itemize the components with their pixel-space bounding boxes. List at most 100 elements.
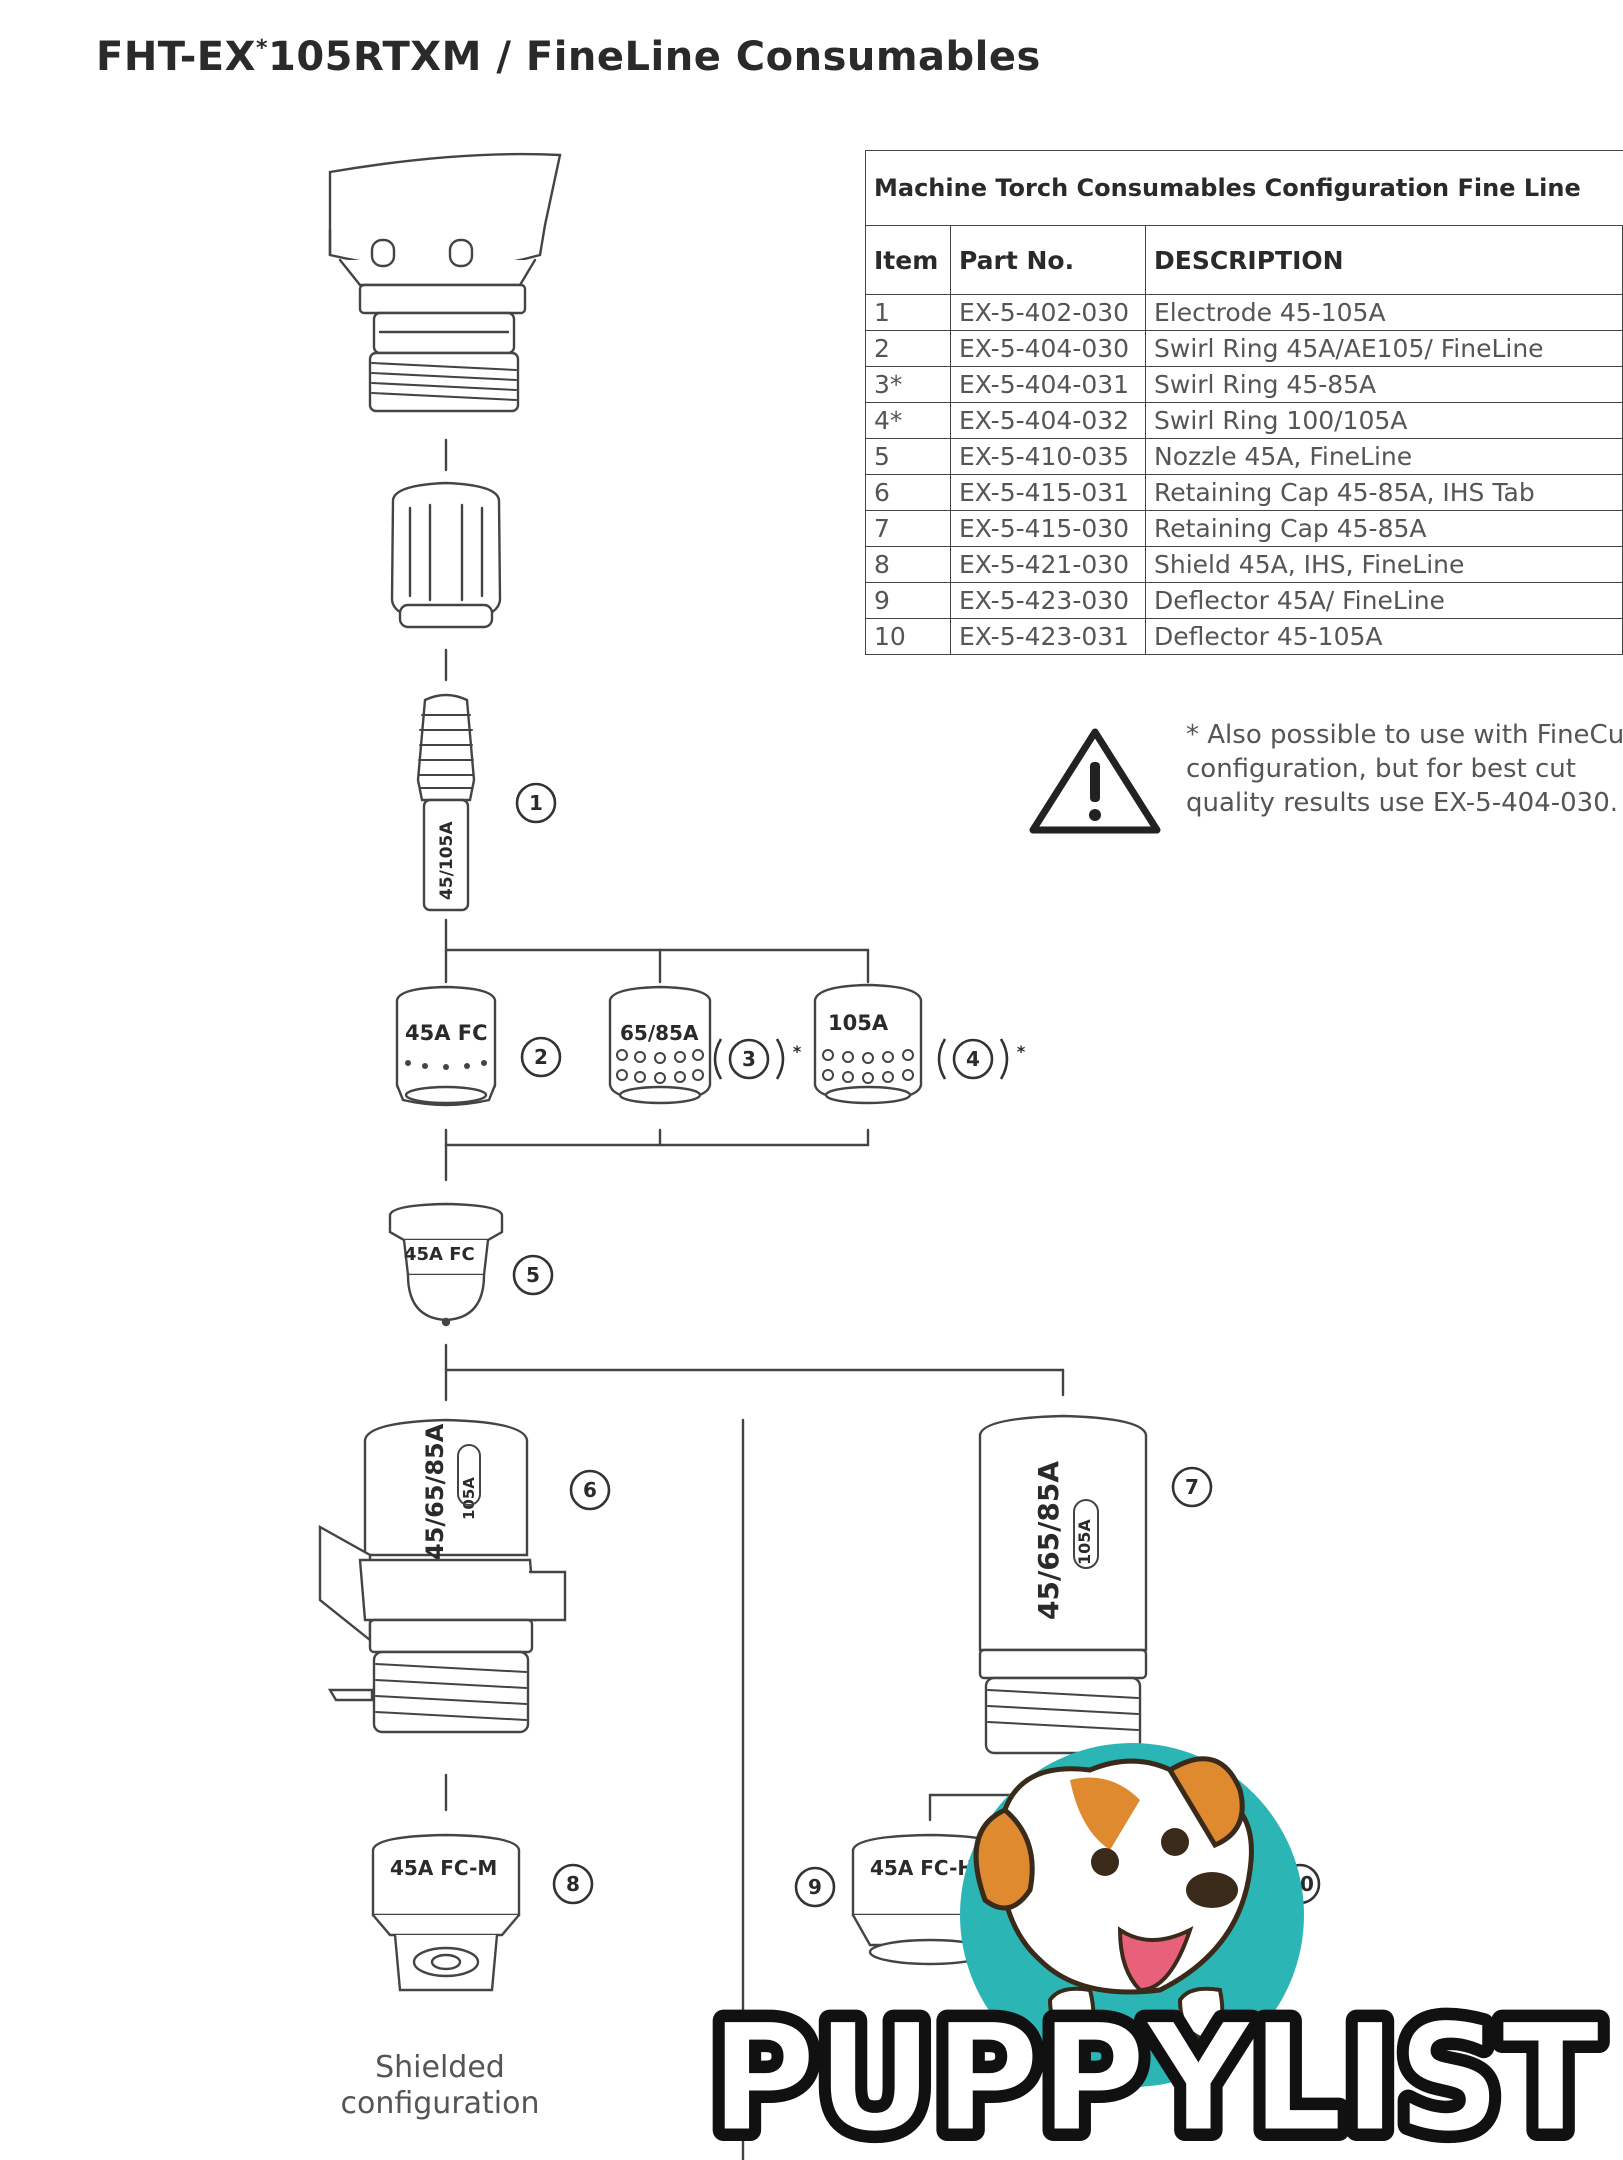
table-cell-desc: Deflector 45-105A — [1145, 618, 1623, 655]
callout-paren — [713, 1038, 723, 1080]
watermark-brand: PUPPYLIST PUPPYLIST — [699, 1981, 1611, 2160]
table-cell-desc: Deflector 45A/ FineLine — [1145, 582, 1623, 619]
compatibility-note: * Also possible to use with FineCut conf… — [1186, 718, 1623, 820]
table-cell-item: 8 — [865, 546, 951, 583]
callout-label: 7 — [1185, 1475, 1199, 1499]
callout-4: 4* — [937, 1038, 1026, 1080]
table-cell-part: EX-5-402-030 — [950, 294, 1146, 331]
table-cell-part: EX-5-404-030 — [950, 330, 1146, 367]
deflector-9-marking: 45A FC-H — [870, 1856, 974, 1880]
page-title: FHT-EX*105RTXM / FineLine Consumables — [96, 34, 1041, 80]
table-cell-part: EX-5-410-035 — [950, 438, 1146, 475]
table-cell-desc: Retaining Cap 45-85A — [1145, 510, 1623, 547]
callout-9: 9 — [794, 1866, 836, 1908]
table-cell-item: 5 — [865, 438, 951, 475]
warning-triangle-icon — [1029, 728, 1161, 834]
table-cell-part: EX-5-415-030 — [950, 510, 1146, 547]
table-cell-item: 3* — [865, 366, 951, 403]
callout-circle — [728, 1038, 770, 1080]
callout-label: 6 — [583, 1478, 597, 1502]
nozzle-marking: 45A FC — [404, 1244, 475, 1265]
electrode — [416, 693, 476, 912]
callout-suffix: * — [793, 1042, 802, 1061]
table-cell-desc: Nozzle 45A, FineLine — [1145, 438, 1623, 475]
table-cell-part: EX-5-404-031 — [950, 366, 1146, 403]
table-cell-desc: Swirl Ring 45-85A — [1145, 366, 1623, 403]
shield-8-marking: 45A FC-M — [390, 1856, 497, 1880]
callout-paren — [999, 1038, 1009, 1080]
table-cell-part: EX-5-423-030 — [950, 582, 1146, 619]
caption-line: configuration — [340, 2086, 540, 2121]
col-header-item: Item — [865, 225, 951, 295]
shielded-configuration-caption: Shielded configuration — [290, 2050, 590, 2122]
note-line: * Also possible to use with FineCut — [1186, 720, 1623, 750]
callout-circle — [569, 1469, 611, 1511]
table-cell-part: EX-5-423-031 — [950, 618, 1146, 655]
table-cell-desc: Swirl Ring 100/105A — [1145, 402, 1623, 439]
puppy-mascot-logo — [960, 1743, 1304, 2087]
callout-circle — [512, 1254, 554, 1296]
table-cell-item: 9 — [865, 582, 951, 619]
callout-8: 8 — [552, 1863, 594, 1905]
caption-line: Shielded — [375, 2050, 505, 2085]
callout-label: 5 — [526, 1263, 540, 1287]
cap-7-marking: 45/65/85A — [1032, 1461, 1065, 1620]
callout-label: 8 — [566, 1872, 580, 1896]
callout-suffix: * — [1017, 1042, 1026, 1061]
shield-8 — [371, 1833, 521, 1992]
table-cell-item: 6 — [865, 474, 951, 511]
col-header-part: Part No. — [950, 225, 1146, 295]
table-cell-item: 10 — [865, 618, 951, 655]
table-cell-part: EX-5-421-030 — [950, 546, 1146, 583]
swirl-ring-4 — [813, 983, 923, 1105]
torch-collar — [390, 481, 502, 629]
table-cell-item: 2 — [865, 330, 951, 367]
table-cell-part: EX-5-404-032 — [950, 402, 1146, 439]
swirl-4-marking: 105A — [828, 1011, 889, 1035]
callout-circle — [520, 1036, 562, 1078]
callout-circle — [515, 782, 557, 824]
cap-6-marking: 45/65/85A — [421, 1423, 449, 1560]
table-cell-desc: Swirl Ring 45A/AE105/ FineLine — [1145, 330, 1623, 367]
swirl-ring-2 — [395, 985, 497, 1107]
cap-6-badge: 105A — [460, 1477, 478, 1520]
table-cell-desc: Electrode 45-105A — [1145, 294, 1623, 331]
cap-7-badge: 105A — [1075, 1519, 1094, 1565]
consumables-table: Machine Torch Consumables Configuration … — [865, 150, 1623, 655]
callout-circle — [1171, 1466, 1213, 1508]
callout-label: 9 — [808, 1875, 822, 1899]
callout-2: 2 — [520, 1036, 562, 1078]
callout-paren — [937, 1038, 947, 1080]
callout-label: 4 — [966, 1047, 980, 1071]
table-cell-item: 7 — [865, 510, 951, 547]
table-cell-part: EX-5-415-031 — [950, 474, 1146, 511]
callout-1: 1 — [515, 782, 557, 824]
swirl-2-marking: 45A FC — [405, 1021, 488, 1045]
retaining-cap-7 — [978, 1414, 1148, 1755]
col-header-description: DESCRIPTION — [1145, 225, 1623, 295]
table-cell-item: 1 — [865, 294, 951, 331]
swirl-3-marking: 65/85A — [620, 1021, 699, 1045]
callout-label: 1 — [529, 791, 543, 815]
svg-text:PUPPYLIST: PUPPYLIST — [710, 1992, 1600, 2160]
table-caption: Machine Torch Consumables Configuration … — [865, 150, 1623, 226]
callout-circle — [552, 1863, 594, 1905]
swirl-ring-3 — [608, 985, 712, 1105]
callout-paren — [775, 1038, 785, 1080]
note-line: quality results use EX-5-404-030. — [1186, 788, 1619, 818]
callout-5: 5 — [512, 1254, 554, 1296]
callout-circle — [952, 1038, 994, 1080]
table-cell-item: 4* — [865, 402, 951, 439]
note-line: configuration, but for best cut — [1186, 754, 1576, 784]
callout-3: 3* — [713, 1038, 802, 1080]
callout-label: 2 — [534, 1045, 548, 1069]
